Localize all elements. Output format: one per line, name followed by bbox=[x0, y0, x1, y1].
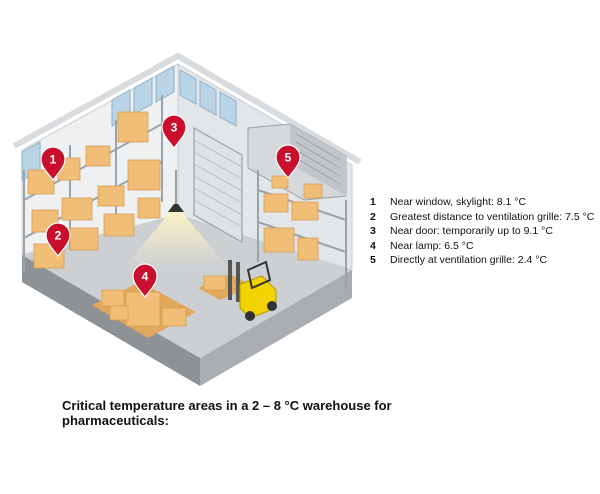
legend-item-3: 3 Near door: temporarily up to 9.1 °C bbox=[370, 225, 598, 240]
legend-number: 3 bbox=[370, 225, 376, 237]
pin-1: 1 bbox=[40, 146, 66, 181]
pin-4: 4 bbox=[132, 263, 158, 298]
left-shelving bbox=[23, 95, 163, 272]
forklift-icon bbox=[198, 260, 277, 321]
legend-text: Near window, skylight: 8.1 °C bbox=[390, 196, 527, 208]
pin-5: 5 bbox=[275, 144, 301, 179]
map-pin-icon bbox=[40, 146, 66, 181]
pin-3: 3 bbox=[161, 114, 187, 149]
right-shelving bbox=[257, 170, 347, 290]
floor-edge bbox=[22, 255, 200, 386]
pin-2-label: 2 bbox=[55, 229, 62, 243]
legend-item-4: 4 Near lamp: 6.5 °C bbox=[370, 240, 598, 255]
legend-item-1: 1 Near window, skylight: 8.1 °C bbox=[370, 196, 598, 211]
legend-number: 4 bbox=[370, 239, 376, 252]
caption: Critical temperature areas in a 2 – 8 °C… bbox=[62, 398, 392, 428]
floor-edge-right bbox=[200, 270, 352, 386]
pin-2: 2 bbox=[45, 222, 71, 257]
legend-number: 2 bbox=[370, 210, 376, 223]
wall-rim bbox=[12, 52, 362, 165]
map-pin-icon bbox=[132, 263, 158, 298]
legend-item-5: 5 Directly at ventilation grille: 2.4 °C bbox=[370, 254, 598, 269]
temperature-legend: 1 Near window, skylight: 8.1 °C 2 Greate… bbox=[370, 196, 598, 269]
pin-3-label: 3 bbox=[171, 121, 178, 135]
ceiling-lamp-icon bbox=[124, 170, 228, 268]
light-cone bbox=[124, 212, 228, 268]
legend-text: Near lamp: 6.5 °C bbox=[390, 239, 474, 252]
floor-pallet-stack bbox=[92, 282, 196, 338]
legend-number: 1 bbox=[370, 196, 376, 208]
pin-5-label: 5 bbox=[285, 151, 292, 165]
map-pin-icon bbox=[45, 222, 71, 257]
legend-number: 5 bbox=[370, 254, 376, 266]
legend-text: Near door: temporarily up to 9.1 °C bbox=[390, 225, 553, 237]
map-pin-icon bbox=[161, 114, 187, 149]
map-pin-icon bbox=[275, 144, 301, 179]
windows-right-wall bbox=[179, 69, 237, 127]
legend-item-2: 2 Greatest distance to ventilation grill… bbox=[370, 211, 598, 226]
pin-1-label: 1 bbox=[50, 153, 57, 167]
legend-text: Greatest distance to ventilation grille:… bbox=[390, 210, 595, 223]
roller-door bbox=[193, 126, 243, 244]
legend-text: Directly at ventilation grille: 2.4 °C bbox=[390, 254, 548, 266]
pin-4-label: 4 bbox=[142, 270, 149, 284]
